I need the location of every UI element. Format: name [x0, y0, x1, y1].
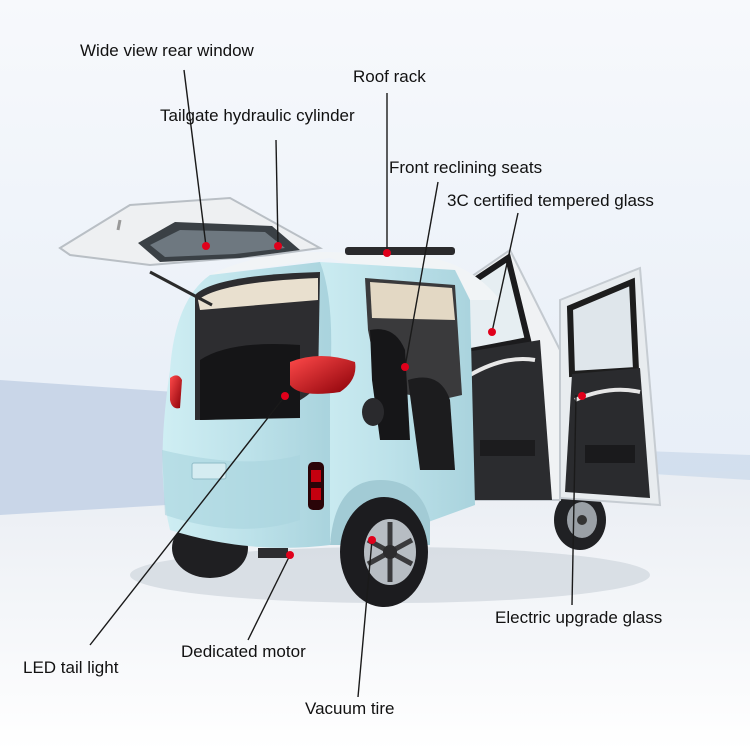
label-upgrade-glass: Electric upgrade glass	[495, 608, 663, 627]
marker-tailgate-cylinder	[274, 242, 282, 250]
leader-lines	[89, 69, 577, 698]
label-tempered-glass: 3C certified tempered glass	[447, 191, 654, 210]
label-front-seats: Front reclining seats	[389, 158, 543, 177]
roof-rack-rail	[345, 247, 455, 255]
marker-motor	[286, 551, 294, 559]
marker-front-seats	[401, 363, 409, 371]
label-roof-rack: Roof rack	[353, 67, 426, 86]
label-rear-window: Wide view rear window	[80, 41, 254, 60]
car-body	[162, 247, 500, 548]
rear-axle-wheel	[340, 497, 428, 607]
open-rear-door	[453, 248, 561, 501]
open-front-door	[559, 266, 662, 507]
label-motor: Dedicated motor	[181, 642, 306, 661]
marker-tire	[368, 536, 376, 544]
license-plate-holder	[191, 462, 227, 480]
label-tailgate-cylinder: Tailgate hydraulic cylinder	[160, 106, 355, 125]
marker-tempered-glass	[488, 328, 496, 336]
tail-light-right	[290, 356, 356, 394]
label-tire: Vacuum tire	[305, 699, 395, 718]
marker-rear-window	[202, 242, 210, 250]
hydraulic-strut	[149, 270, 213, 307]
rear-right-wheel	[554, 490, 606, 550]
callout-markers	[202, 242, 586, 559]
tail-light-left	[170, 375, 182, 409]
marker-tail-light	[281, 392, 289, 400]
marker-roof-rack	[383, 249, 391, 257]
marker-upgrade-glass	[578, 392, 586, 400]
label-tail-light: LED tail light	[23, 658, 119, 677]
blue-wall	[0, 380, 175, 520]
open-tailgate	[58, 196, 324, 307]
